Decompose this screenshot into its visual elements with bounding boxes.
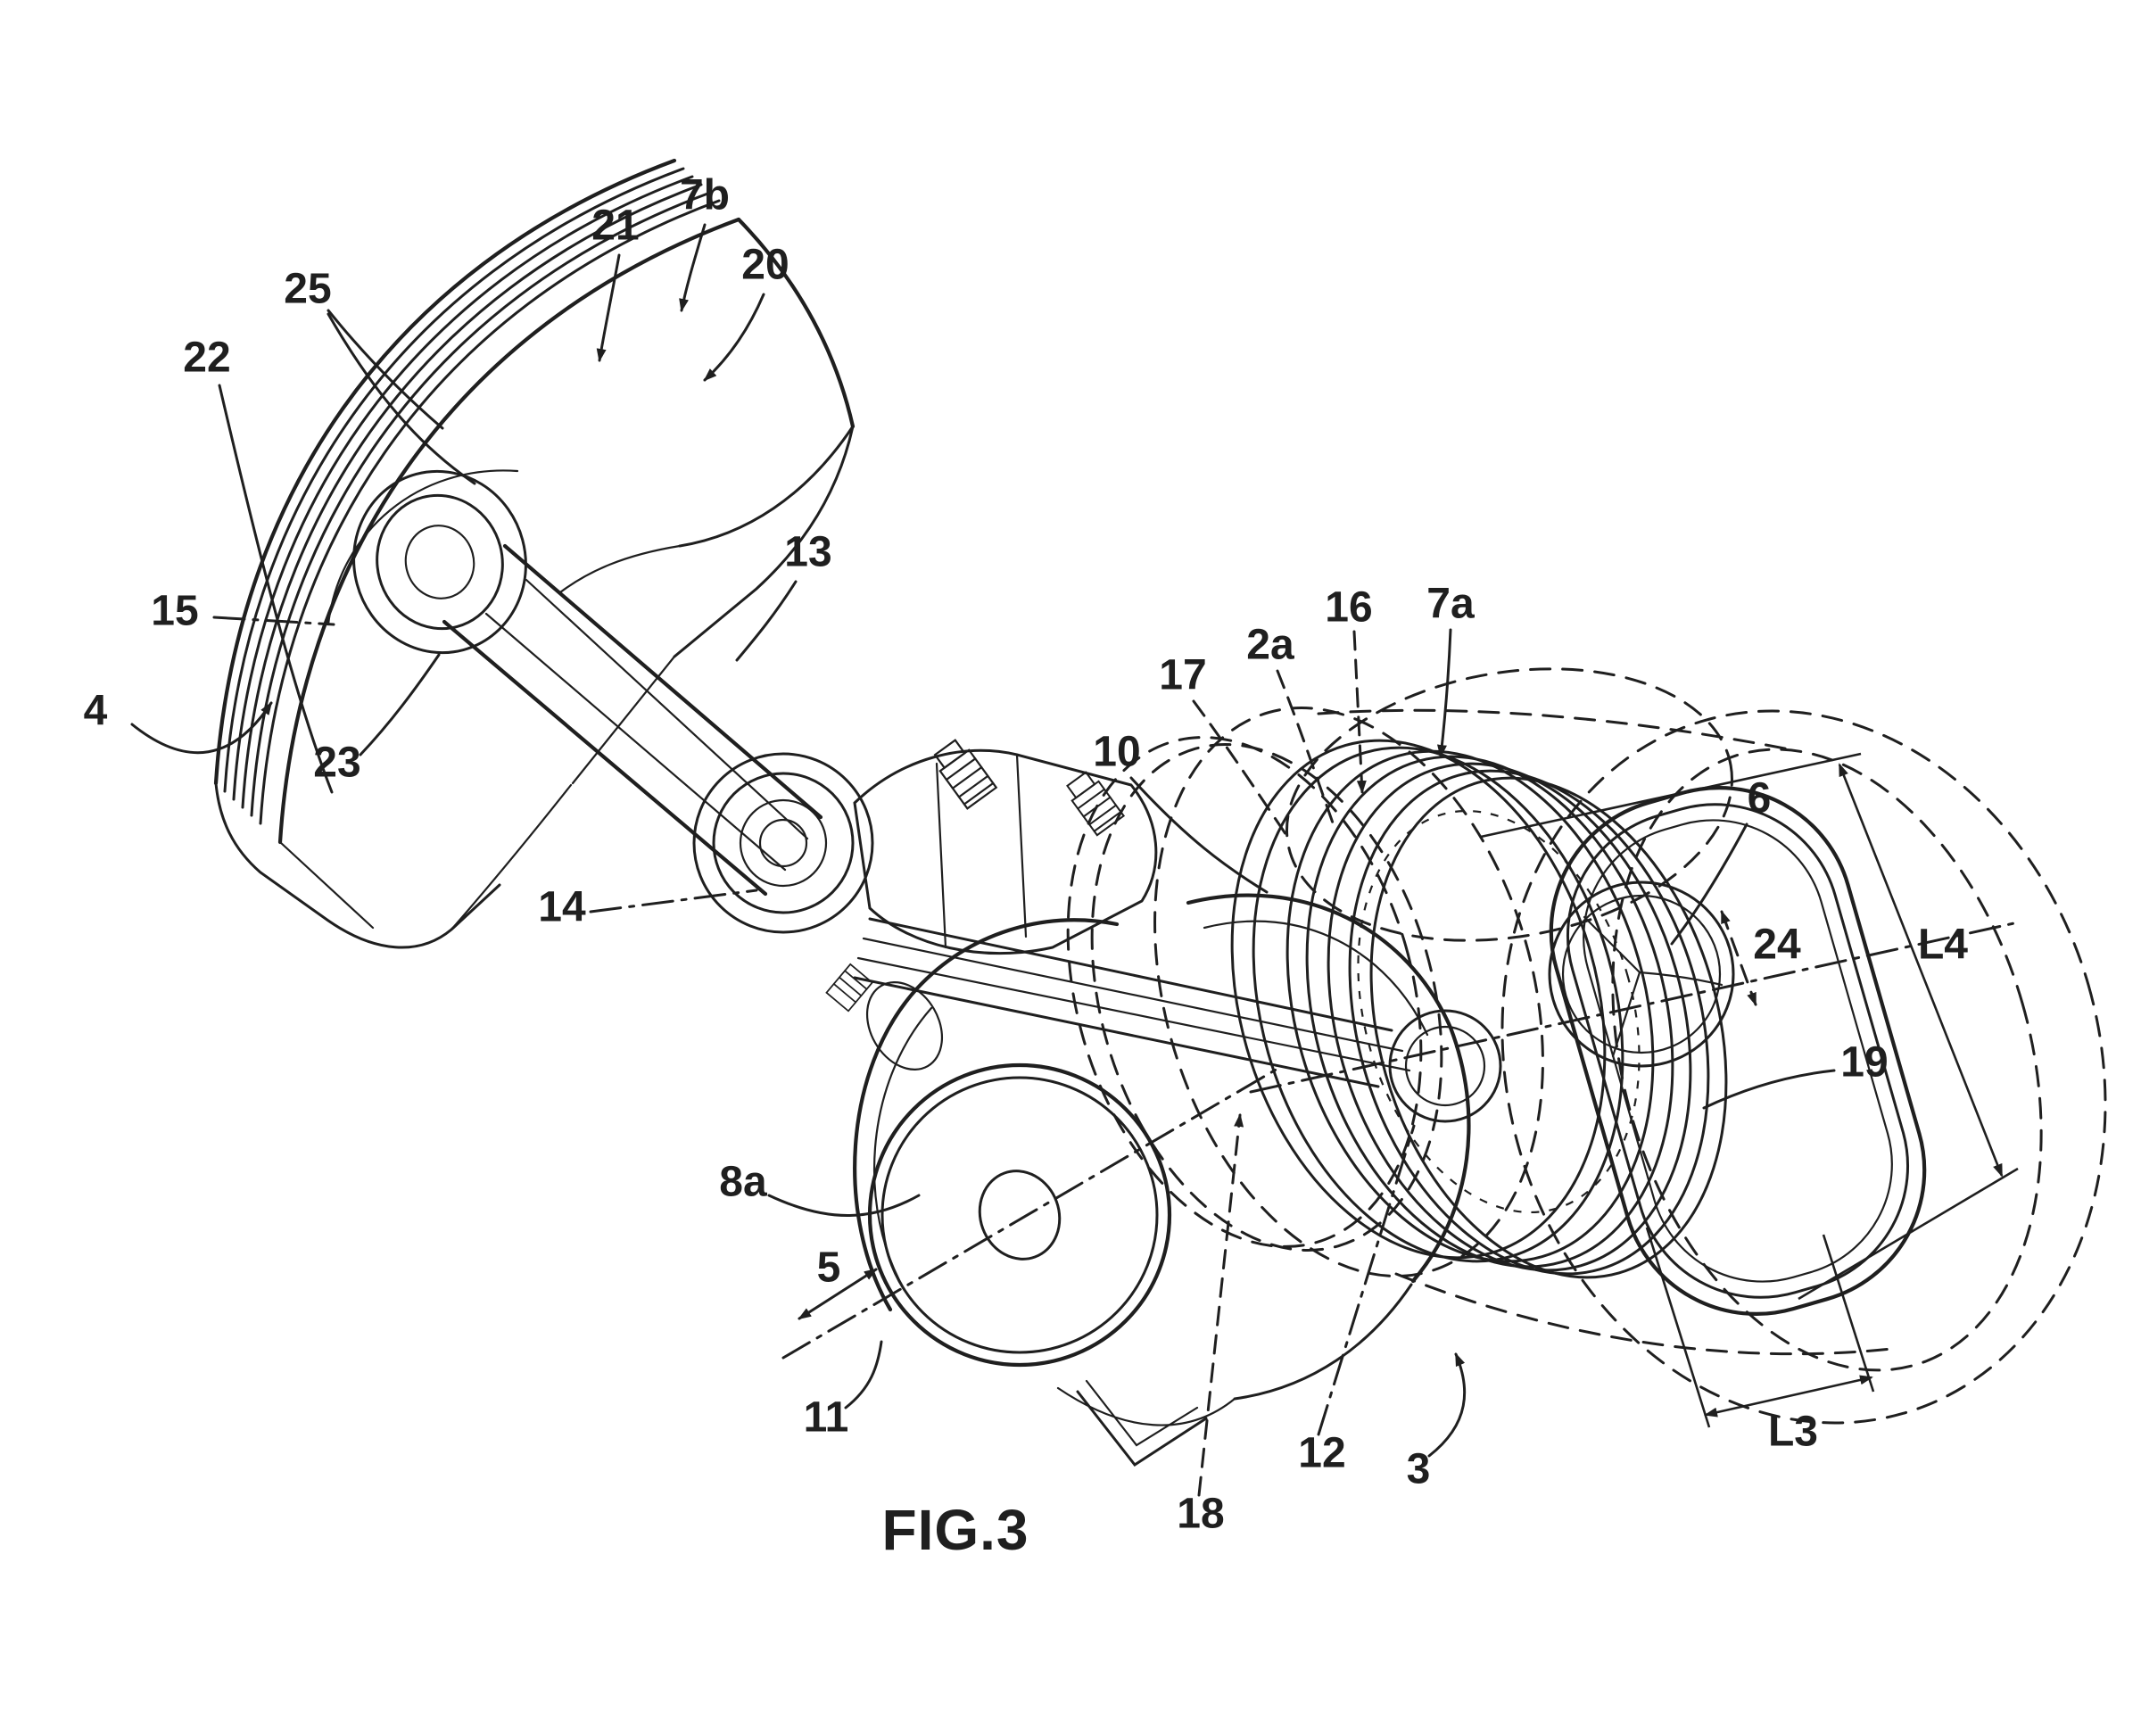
leader-20 — [703, 293, 765, 382]
dimensions — [1480, 752, 2019, 1428]
web-hole — [865, 981, 944, 1071]
upper-piston — [213, 158, 856, 949]
ref-label-24: 24 — [1753, 922, 1801, 969]
leader-13 — [735, 580, 798, 662]
l3-extension-left — [1645, 1227, 1711, 1428]
leader-3 — [1427, 1352, 1467, 1458]
l3-extension-right — [1822, 1234, 1875, 1393]
bolt — [933, 739, 998, 810]
leader-25a — [327, 309, 444, 430]
ref-label-L4: L4 — [1918, 922, 1968, 969]
right-piston-pin — [1388, 1009, 1502, 1123]
ref-label-7a: 7a — [1426, 581, 1475, 628]
ref-label-15: 15 — [151, 588, 198, 635]
rod-shank — [502, 543, 823, 820]
leader-2a — [1276, 669, 1336, 830]
ref-label-23: 23 — [313, 740, 360, 787]
ring-band-line — [213, 158, 677, 786]
crank-journal-hub — [978, 1170, 1062, 1261]
piston-pin-bore — [352, 469, 527, 655]
leader-12 — [1317, 1124, 1416, 1436]
leader-25b — [327, 312, 476, 485]
ref-label-21: 21 — [591, 203, 639, 250]
leader-6 — [1670, 823, 1748, 946]
right-piston — [1066, 667, 2107, 1425]
leader-19 — [1702, 1069, 1836, 1110]
rod-joint-bearing — [692, 752, 874, 934]
ref-label-17: 17 — [1159, 652, 1206, 699]
ref-label-4: 4 — [84, 688, 108, 735]
crank-web-face — [867, 1062, 1172, 1368]
ref-label-22: 22 — [183, 335, 230, 382]
ref-label-6: 6 — [1748, 775, 1772, 823]
figure-caption: FIG.3 — [881, 1498, 1029, 1562]
lower-rod — [868, 917, 1393, 1032]
leader-17 — [1192, 699, 1292, 842]
ref-label-25: 25 — [284, 266, 331, 313]
ref-label-11: 11 — [804, 1394, 849, 1442]
bolt — [825, 963, 873, 1013]
piston-crown-edge — [736, 217, 856, 429]
leader-14 — [589, 889, 758, 913]
ref-label-14: 14 — [538, 884, 586, 931]
leader-4 — [130, 701, 273, 755]
ref-label-19: 19 — [1840, 1039, 1888, 1087]
ref-label-8a: 8a — [719, 1159, 767, 1206]
ref-label-18: 18 — [1177, 1491, 1224, 1538]
l3-dimension-line — [1704, 1375, 1873, 1418]
ref-label-16: 16 — [1325, 584, 1372, 632]
leader-23 — [359, 653, 441, 756]
ref-label-7b: 7b — [680, 172, 730, 219]
piston-skirt — [214, 781, 501, 949]
leader-18 — [1197, 1113, 1244, 1497]
ref-label-10: 10 — [1093, 729, 1140, 776]
leader-15 — [212, 616, 335, 626]
l4-extension-bottom — [1798, 1167, 2019, 1301]
leader-21 — [596, 253, 621, 362]
leader-5-double-arrow — [798, 1268, 878, 1320]
connecting-rod — [442, 543, 874, 934]
leader-8a — [767, 1194, 921, 1217]
leader-24-double-arrow — [1720, 910, 1757, 1006]
leader-10 — [1129, 776, 1269, 894]
ref-label-12: 12 — [1298, 1430, 1345, 1477]
right-ring-band — [1230, 739, 1607, 1260]
leader-11 — [844, 1340, 883, 1409]
ref-label-3: 3 — [1407, 1446, 1431, 1493]
counterweight-lobe — [853, 918, 1120, 1312]
ref-label-L3: L3 — [1768, 1409, 1818, 1456]
phantom-bore — [1153, 707, 1544, 1277]
leader-lines — [130, 223, 1836, 1497]
leader-7a — [1437, 628, 1452, 758]
l4-dimension-line — [1838, 763, 2004, 1178]
ref-label-13: 13 — [784, 529, 831, 576]
ref-label-20: 20 — [741, 242, 789, 289]
l4-extension-top — [1480, 752, 1862, 839]
leader-7b — [679, 223, 707, 312]
ref-label-2a: 2a — [1246, 622, 1294, 669]
right-crown-face — [1549, 786, 1927, 1316]
leader-22 — [218, 384, 334, 794]
ref-label-5: 5 — [817, 1244, 841, 1292]
